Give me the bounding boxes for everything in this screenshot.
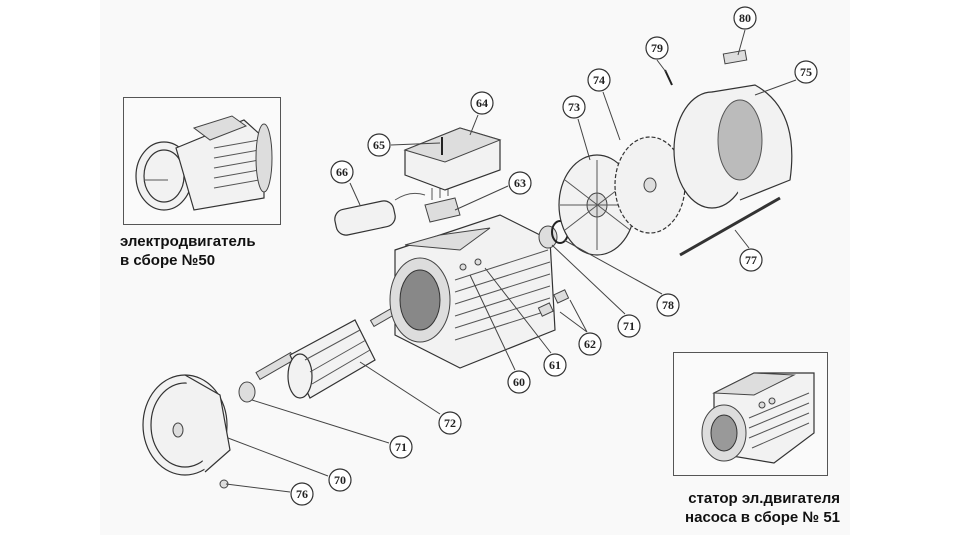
motor-assembly-caption: электродвигатель в сборе №50 bbox=[120, 232, 256, 270]
stator-assembly-caption-line2: насоса в сборе № 51 bbox=[685, 509, 840, 526]
stator-assembly-inset bbox=[673, 352, 828, 476]
stator-assembly-caption-line1: статор эл.двигателя bbox=[688, 490, 840, 507]
motor-assembly-inset bbox=[123, 97, 281, 225]
motor-assembly-illustration bbox=[135, 115, 273, 211]
motor-assembly-caption-line1: электродвигатель bbox=[120, 233, 256, 250]
motor-assembly-caption-line2: в сборе №50 bbox=[120, 252, 216, 269]
stator-assembly-illustration bbox=[701, 372, 815, 464]
stator-assembly-caption: статор эл.двигателя насоса в сборе № 51 bbox=[640, 489, 840, 527]
